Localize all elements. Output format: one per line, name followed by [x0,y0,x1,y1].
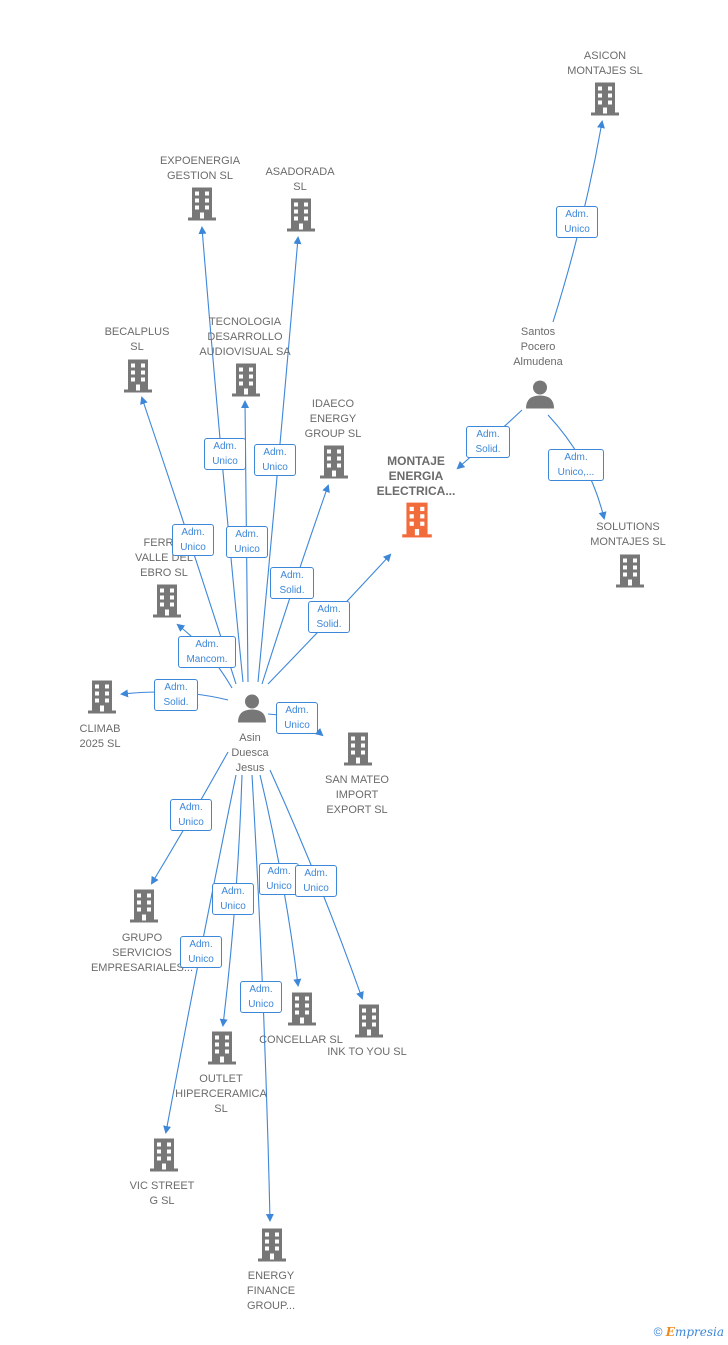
copyright-symbol: © [653,1325,663,1339]
vicstreet-building-icon[interactable] [148,1137,180,1178]
company-label: CONCELLAR SL [259,1034,343,1046]
energyfinance-building-icon[interactable] [256,1227,288,1268]
concellar-node[interactable]: CONCELLAR SL [251,1033,351,1048]
person-label: Santos Pocero Almudena [513,326,563,368]
relation-badge[interactable]: Adm. Solid. [308,601,350,633]
asicon-node[interactable]: ASICON MONTAJES SL [550,49,660,79]
relation-badge[interactable]: Adm. Unico,... [548,449,604,481]
person-label: Asin Duesca Jesus [231,732,269,774]
solutions-node[interactable]: SOLUTIONS MONTAJES SL [573,520,683,550]
company-label: VIC STREET G SL [129,1180,195,1207]
relation-badge[interactable]: Adm. Unico [212,883,254,915]
relation-badge[interactable]: Adm. Unico [226,526,268,558]
company-label: TECNOLOGIA DESARROLLO AUDIOVISUAL SA [199,316,291,358]
company-label: IDAECO ENERGY GROUP SL [304,398,362,440]
company-label: MONTAJE ENERGIA ELECTRICA... [376,454,456,498]
relation-badge[interactable]: Adm. Unico [254,444,296,476]
idaeco-node[interactable]: IDAECO ENERGY GROUP SL [288,397,378,442]
grupo-node[interactable]: GRUPO SERVICIOS EMPRESARIALES... [82,931,202,976]
montaje-building-icon[interactable] [400,501,434,544]
relation-badge[interactable]: Adm. Unico [204,438,246,470]
idaeco-building-icon[interactable] [318,444,350,485]
relation-badge[interactable]: Adm. Solid. [154,679,198,711]
relation-badge[interactable]: Adm. Unico [240,981,282,1013]
asicon-building-icon[interactable] [589,81,621,122]
solutions-building-icon[interactable] [614,553,646,594]
company-label: CLIMAB 2025 SL [79,723,121,750]
grupo-building-icon[interactable] [128,888,160,929]
outlet-building-icon[interactable] [206,1030,238,1071]
relation-badge[interactable]: Adm. Unico [172,524,214,556]
company-label: ENERGY FINANCE GROUP... [246,1270,296,1312]
tecnologia-building-icon[interactable] [230,362,262,403]
becalplus-building-icon[interactable] [122,358,154,399]
santos-person-icon[interactable] [525,379,555,414]
montaje-node[interactable]: MONTAJE ENERGIA ELECTRICA... [361,454,471,499]
asadorada-node[interactable]: ASADORADA SL [255,165,345,195]
becalplus-node[interactable]: BECALPLUS SL [92,325,182,355]
company-label: GRUPO SERVICIOS EMPRESARIALES... [90,932,194,974]
ferric-building-icon[interactable] [151,583,183,624]
company-label: INK TO YOU SL [327,1046,407,1058]
santos-node[interactable]: Santos Pocero Almudena [493,325,583,370]
asin-node[interactable]: Asin Duesca Jesus [215,731,285,776]
brand-initial: E [665,1325,675,1339]
relation-badge[interactable]: Adm. Solid. [270,567,314,599]
relation-badge[interactable]: Adm. Unico [180,936,222,968]
asin-person-icon[interactable] [237,693,267,728]
brand-name: mpresia [674,1325,724,1339]
company-label: SOLUTIONS MONTAJES SL [590,521,666,548]
relation-badge[interactable]: Adm. Unico [276,702,318,734]
energyfinance-node[interactable]: ENERGY FINANCE GROUP... [226,1269,316,1314]
empresia-logo[interactable]: © Empresia [654,1325,724,1339]
asadorada-building-icon[interactable] [285,197,317,238]
company-label: SAN MATEO IMPORT EXPORT SL [325,774,389,816]
company-label: EXPOENERGIA GESTION SL [159,155,241,182]
relation-badge[interactable]: Adm. Mancom. [178,636,236,668]
company-label: ASICON MONTAJES SL [567,50,643,77]
climab-building-icon[interactable] [86,679,118,720]
expoenergia-node[interactable]: EXPOENERGIA GESTION SL [145,154,255,184]
sanmateo-building-icon[interactable] [342,731,374,772]
relation-badge[interactable]: Adm. Unico [556,206,598,238]
climab-node[interactable]: CLIMAB 2025 SL [60,722,140,752]
relation-badge[interactable]: Adm. Unico [170,799,212,831]
relation-badge[interactable]: Adm. Solid. [466,426,510,458]
relation-badge[interactable]: Adm. Unico [295,865,337,897]
company-label: BECALPLUS SL [104,326,170,353]
relation-badge[interactable]: Adm. Unico [259,863,299,895]
expoenergia-building-icon[interactable] [186,186,218,227]
outlet-node[interactable]: OUTLET HIPERCERAMICA SL [166,1072,276,1117]
concellar-building-icon[interactable] [286,991,318,1032]
vicstreet-node[interactable]: VIC STREET G SL [117,1179,207,1209]
inktoyou-node[interactable]: INK TO YOU SL [317,1045,417,1060]
inktoyou-building-icon[interactable] [353,1003,385,1044]
sanmateo-node[interactable]: SAN MATEO IMPORT EXPORT SL [307,773,407,818]
tecnologia-node[interactable]: TECNOLOGIA DESARROLLO AUDIOVISUAL SA [185,315,305,360]
company-label: ASADORADA SL [265,166,335,193]
company-label: OUTLET HIPERCERAMICA SL [175,1073,267,1115]
